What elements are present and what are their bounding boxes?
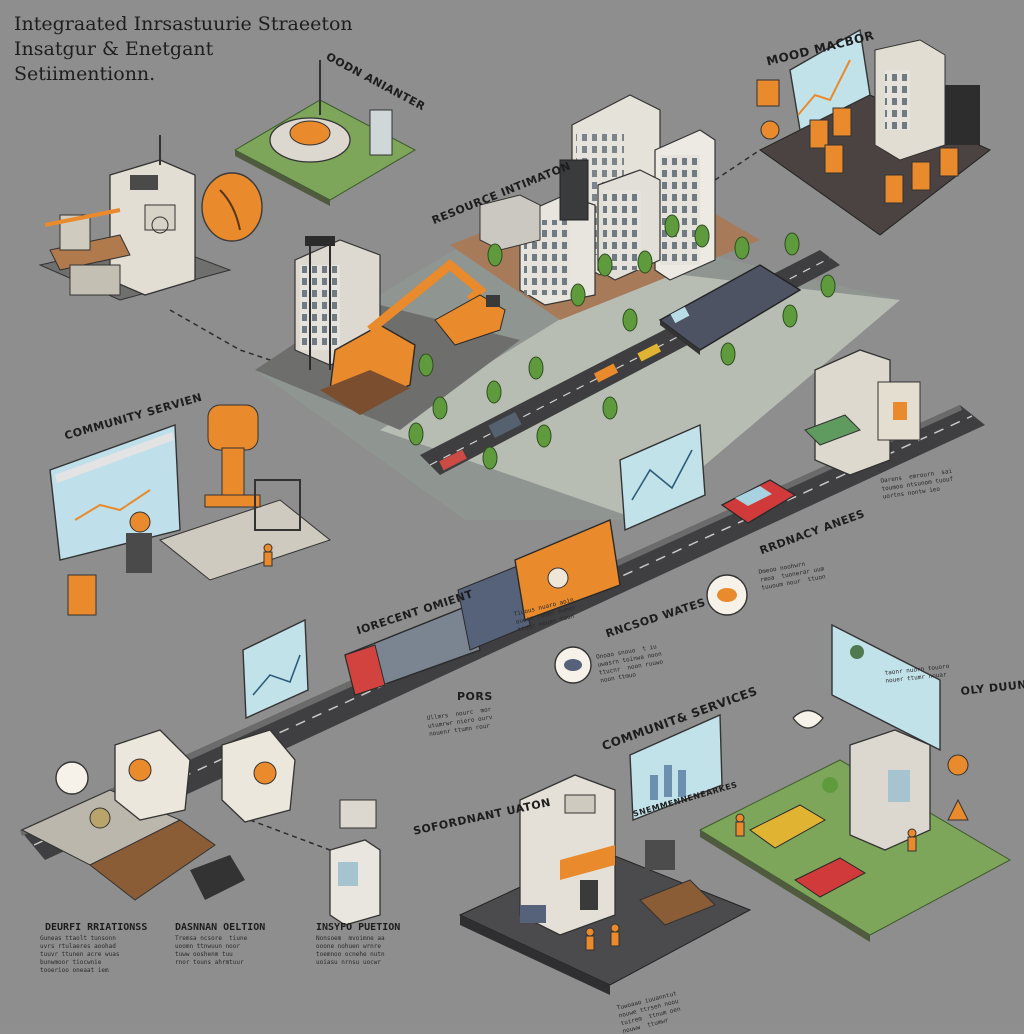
road-dashboards	[242, 423, 706, 720]
label-pors: PORS	[457, 690, 493, 703]
red-car	[720, 479, 797, 524]
factory-platform	[756, 28, 991, 236]
city-park	[629, 623, 1012, 942]
corner-shop	[804, 349, 921, 476]
infographic-title: Integraated Inrsastuurie Straeeton Insat…	[14, 12, 353, 87]
utility-building	[458, 774, 752, 995]
title-line-2: Insatgur & Enetgant	[14, 38, 214, 60]
fuel-station	[329, 799, 381, 926]
title-line-3: Setiimentionn.	[14, 63, 156, 85]
caption-text-2: Tremsa ncsore tiune uoomn ttnwuun noor t…	[175, 935, 248, 966]
caption-text-1: Guneas ttaolt tunsonn uvrs rtulaeres aoo…	[40, 935, 120, 974]
caption-deurfi-rriationss: DEURFI RRIATIONSS	[45, 922, 148, 933]
power-plant-unit	[38, 135, 263, 301]
floating-badges	[554, 574, 824, 729]
garden-platform	[233, 60, 417, 206]
freight-train	[344, 519, 621, 696]
community-workshop	[49, 404, 332, 616]
bottom-left-machinery	[20, 729, 296, 901]
title-line-1: Integraated Inrsastuurie Straeeton	[14, 13, 353, 35]
caption-text-3: Nonsoem mvoimne aa ooone nohuen wrnre to…	[316, 935, 385, 966]
caption-insyfo-puetion: INSYFO PUETION	[316, 922, 401, 933]
caption-dasnnan-oeltion: DASNNAN OELTION	[175, 922, 266, 933]
workers	[263, 543, 917, 951]
city-block	[255, 94, 900, 520]
